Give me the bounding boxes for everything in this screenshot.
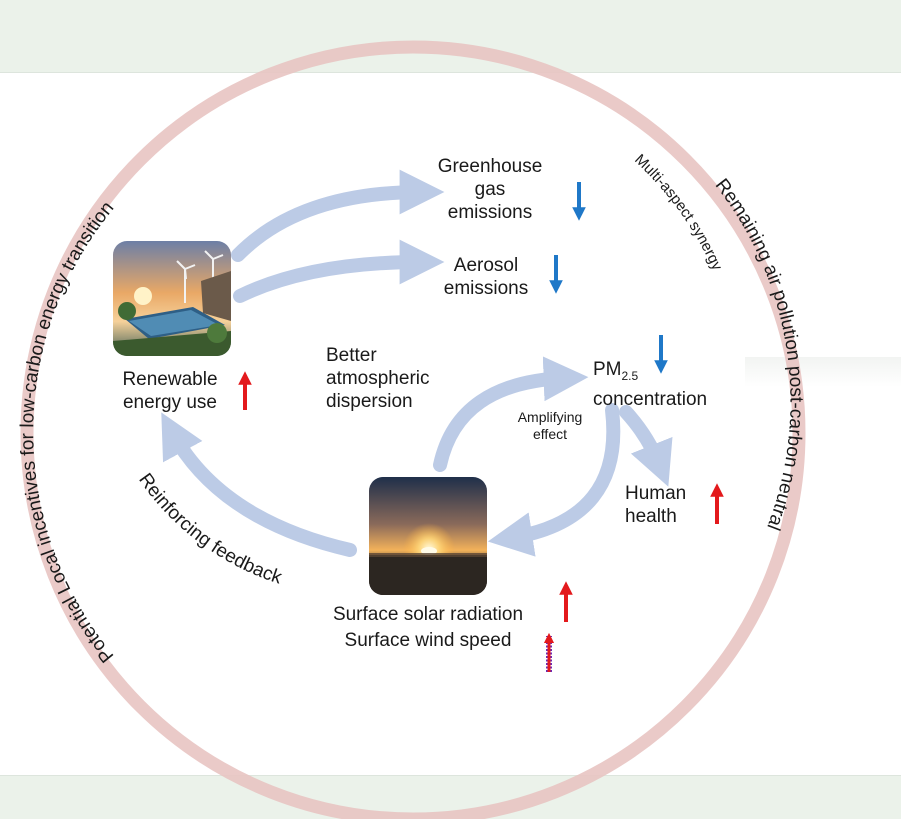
arrow-pm-to-health bbox=[619, 405, 673, 487]
outer-ring bbox=[20, 40, 806, 819]
amplifying-label: Amplifying effect bbox=[500, 409, 600, 443]
ring-inner-right-label: Multi-aspect synergy bbox=[631, 151, 726, 274]
arrow-pm-to-surface bbox=[487, 403, 621, 557]
ghg-line3: emissions bbox=[447, 202, 533, 223]
panel-shadow bbox=[745, 357, 901, 387]
health-line2: health bbox=[625, 506, 677, 527]
sunset-photo bbox=[369, 477, 487, 595]
arrow-reinforcing-feedback bbox=[161, 412, 357, 557]
arrow-renewable-to-aerosol bbox=[233, 239, 445, 303]
health-label: Human health bbox=[625, 482, 686, 528]
ring-left-label: Potential Local incentives for low-carbo… bbox=[17, 198, 118, 667]
pm-prefix: PM bbox=[593, 359, 622, 380]
pm-line1: PM2.5 bbox=[593, 358, 743, 388]
renewable-label: Renewable energy use bbox=[92, 368, 248, 414]
dispersion-line1: Better bbox=[326, 345, 377, 366]
pm-label: PM2.5 concentration bbox=[593, 358, 743, 411]
ghg-line2: gas bbox=[474, 179, 506, 200]
surface-line1: Surface solar radiation bbox=[332, 604, 524, 625]
dispersion-line3: dispersion bbox=[326, 391, 413, 412]
amplifying-line1: Amplifying bbox=[517, 409, 583, 425]
health-line1: Human bbox=[625, 483, 687, 504]
ghg-line1: Greenhouse bbox=[437, 156, 543, 177]
amplifying-line2: effect bbox=[533, 426, 567, 442]
aerosol-line2: emissions bbox=[443, 278, 529, 299]
surface-line2: Surface wind speed bbox=[344, 630, 512, 651]
pm-subscript: 2.5 bbox=[621, 368, 639, 383]
ghg-label: Greenhouse gas emissions bbox=[410, 155, 570, 224]
arrow-renewable-to-ghg bbox=[231, 169, 445, 262]
dispersion-line2: atmospheric bbox=[326, 368, 430, 389]
aerosol-label: Aerosol emissions bbox=[420, 254, 552, 300]
ring-right-label: Remaining air pollution post-carbon neut… bbox=[711, 175, 807, 533]
surface-label: Surface solar radiation Surface wind spe… bbox=[300, 603, 556, 652]
renewable-energy-photo bbox=[113, 241, 231, 356]
renewable-line1: Renewable bbox=[122, 369, 218, 390]
arrow-surface-to-pm bbox=[433, 356, 589, 472]
aerosol-line1: Aerosol bbox=[453, 255, 519, 276]
pm-line2: concentration bbox=[593, 388, 708, 410]
renewable-line2: energy use bbox=[122, 392, 217, 413]
dispersion-label: Better atmospheric dispersion bbox=[326, 344, 430, 413]
